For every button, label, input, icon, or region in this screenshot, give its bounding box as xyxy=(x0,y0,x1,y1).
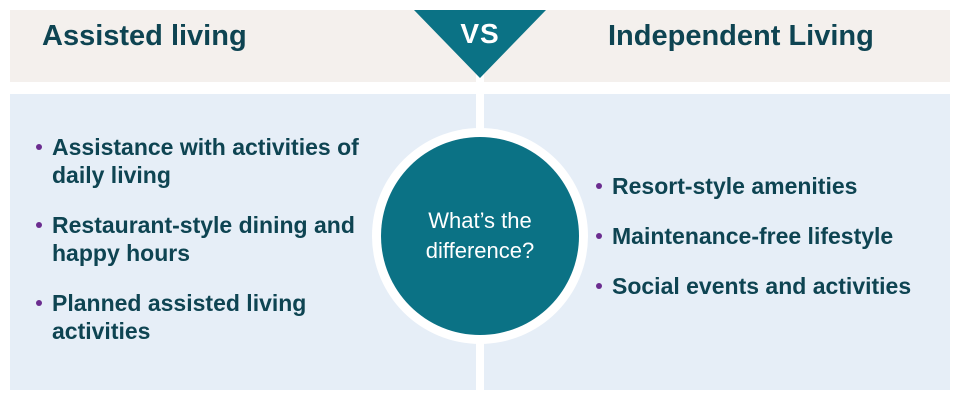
list-item: Resort-style amenities xyxy=(596,172,946,200)
difference-circle: What’s the difference? xyxy=(381,137,579,335)
header-right-bar xyxy=(484,10,950,82)
bullet-dot-icon xyxy=(596,183,602,189)
list-item-label: Resort-style amenities xyxy=(612,173,858,199)
left-title: Assisted living xyxy=(42,20,247,52)
bullet-dot-icon xyxy=(36,222,42,228)
list-item: Restaurant-style dining and happy hours xyxy=(36,211,388,267)
difference-text: What’s the difference? xyxy=(425,208,535,263)
right-bullet-list: Resort-style amenities Maintenance-free … xyxy=(596,172,946,322)
list-item-label: Restaurant-style dining and happy hours xyxy=(52,212,355,266)
list-item-label: Maintenance-free lifestyle xyxy=(612,223,894,249)
list-item: Maintenance-free lifestyle xyxy=(596,222,946,250)
list-item: Planned assisted living activities xyxy=(36,289,388,345)
bullet-dot-icon xyxy=(36,144,42,150)
vs-label: VS xyxy=(460,18,500,49)
list-item-label: Planned assisted living activities xyxy=(52,290,307,344)
list-item: Assistance with activities of daily livi… xyxy=(36,133,388,189)
list-item-label: Social events and activities xyxy=(612,273,912,299)
left-bullet-list: Assistance with activities of daily livi… xyxy=(36,133,388,367)
bullet-dot-icon xyxy=(596,233,602,239)
list-item-label: Assistance with activities of daily livi… xyxy=(52,134,359,188)
header-left-bar xyxy=(10,10,476,82)
bullet-dot-icon xyxy=(596,283,602,289)
list-item: Social events and activities xyxy=(596,272,946,300)
bullet-dot-icon xyxy=(36,300,42,306)
right-title: Independent Living xyxy=(608,20,874,52)
